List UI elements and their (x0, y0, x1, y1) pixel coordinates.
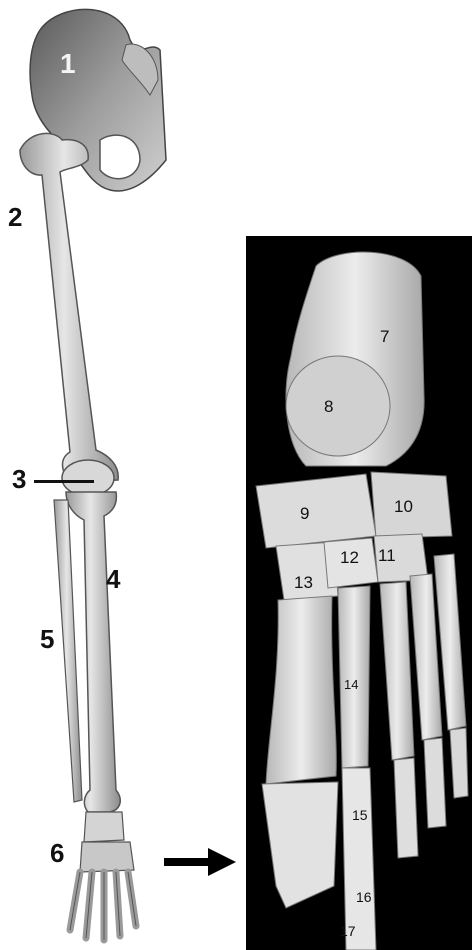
label-4: 4 (106, 566, 120, 592)
label-17: 17 (340, 924, 356, 938)
label-3: 3 (12, 466, 26, 492)
label-10: 10 (394, 498, 413, 515)
knee-joint (62, 460, 114, 496)
label-12: 12 (340, 549, 359, 566)
label-9: 9 (300, 505, 309, 522)
label-8: 8 (324, 398, 333, 415)
label-6: 6 (50, 840, 64, 866)
label-3-pointer-line (34, 480, 94, 483)
leg-skeleton-illustration: 1 2 3 4 5 6 (0, 0, 240, 950)
foot-bones-drawing (246, 236, 472, 950)
label-7: 7 (380, 328, 389, 345)
label-1: 1 (60, 50, 76, 78)
foot-bones-small (70, 812, 136, 940)
label-15: 15 (352, 808, 368, 822)
label-11: 11 (378, 547, 396, 564)
arrow-right-icon (164, 848, 236, 876)
label-5: 5 (40, 626, 54, 652)
foot-bones-photo (246, 236, 472, 950)
label-16: 16 (356, 890, 372, 904)
label-14: 14 (344, 678, 358, 691)
label-2: 2 (8, 204, 22, 230)
fibula-bone (54, 500, 82, 802)
label-13: 13 (294, 574, 313, 591)
leg-skeleton-drawing (0, 0, 240, 950)
